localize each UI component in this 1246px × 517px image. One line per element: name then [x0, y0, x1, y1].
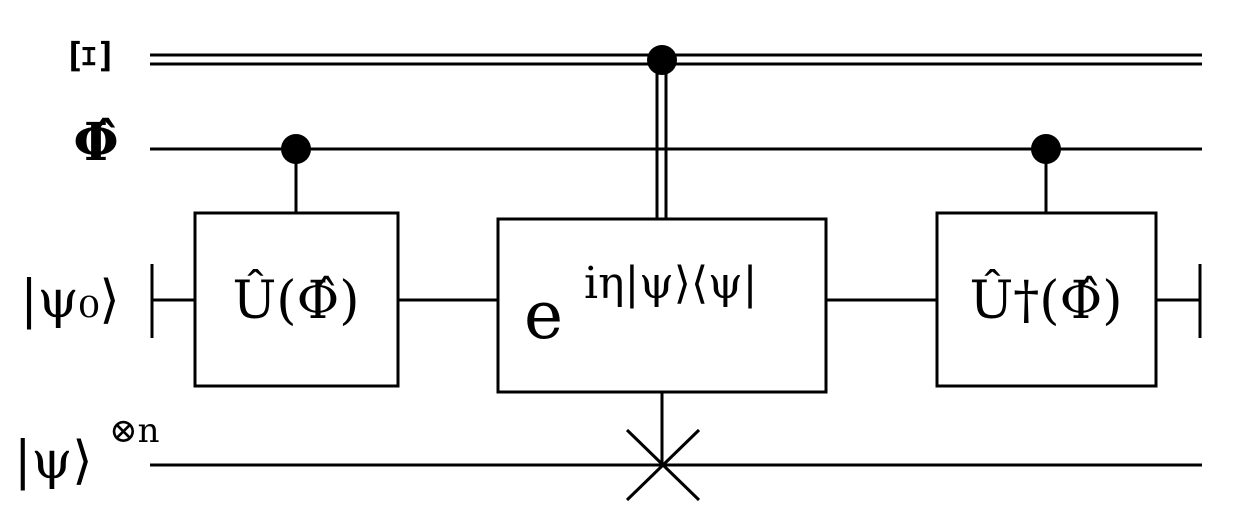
udagger-gate-box [935, 211, 1158, 388]
exp-gate-base: e [524, 277, 563, 354]
u-gate-box [193, 211, 400, 388]
xi-control-dot [647, 45, 677, 75]
psi0-wire-label: |ψ₀⟩ [20, 270, 119, 330]
udagger-gate-label: Û†(Φ̂) [969, 269, 1122, 331]
swap-cross-b [625, 428, 701, 502]
exp-gate-label: e iη|ψ⟩⟨ψ| [524, 258, 757, 354]
exp-gate-exponent: iη|ψ⟩⟨ψ| [584, 258, 757, 309]
psi-n-ket: |ψ⟩ [14, 431, 93, 491]
udagger-control-dot [1031, 134, 1061, 164]
u-gate-label: Û(Φ̂) [232, 269, 359, 331]
exp-gate-box [496, 217, 828, 394]
psi-n-exponent: ⊗n [109, 411, 159, 451]
psi-n-wire-label: |ψ⟩ ⊗n [14, 411, 160, 491]
xi-wire-label: Ξ [63, 38, 123, 75]
u-control-dot [281, 134, 311, 164]
phi-wire-label: Φ̂ [73, 112, 118, 173]
